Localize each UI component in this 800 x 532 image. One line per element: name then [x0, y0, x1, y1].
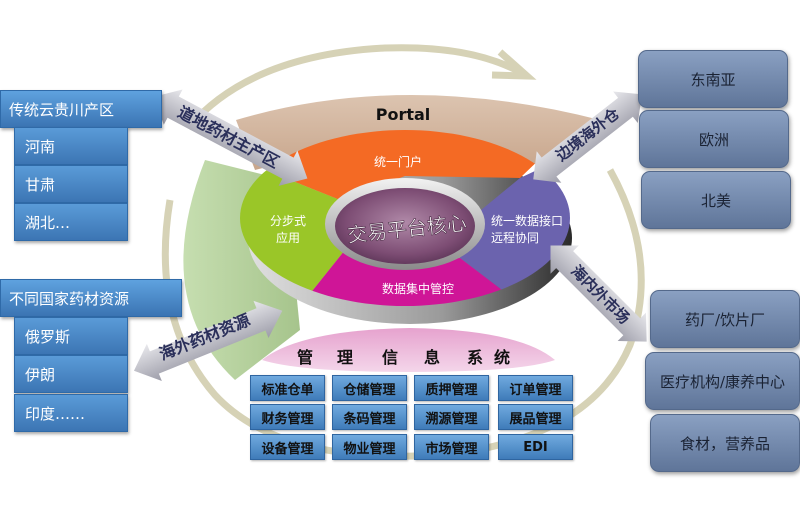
left-group-2-item[interactable]: 印度…… [14, 394, 128, 432]
mis-module[interactable]: 市场管理 [414, 434, 489, 460]
segment-right-label-1: 统一数据接口 [491, 213, 563, 228]
mis-title-char: 统 [494, 348, 510, 367]
mis-title-char: 理 [337, 348, 353, 367]
right-group-2-item[interactable]: 食材，营养品 [650, 414, 800, 472]
left-group-2-header[interactable]: 不同国家药材资源 [0, 279, 182, 317]
mis-title: 管 理 信 息 系 统 [297, 348, 510, 367]
right-group-2-item[interactable]: 医疗机构/康养中心 [645, 352, 800, 410]
mis-module[interactable]: EDI [498, 434, 573, 460]
mis-module[interactable]: 溯源管理 [414, 404, 489, 430]
segment-right-label-2: 远程协同 [491, 230, 539, 245]
segment-left-label-1: 分步式 [270, 214, 306, 228]
mis-title-char: 管 [297, 348, 313, 367]
mis-arc [262, 328, 555, 372]
arrow-top-left [153, 89, 308, 186]
left-group-1-item[interactable]: 湖北… [14, 203, 128, 241]
right-group-1-item[interactable]: 北美 [641, 171, 791, 229]
segment-bottom [240, 250, 570, 306]
left-group-2-item[interactable]: 俄罗斯 [14, 317, 128, 355]
mis-title-char: 系 [467, 348, 483, 367]
arrow-bottom-right [550, 245, 647, 342]
mis-module[interactable]: 物业管理 [332, 434, 407, 460]
right-group-2-item[interactable]: 药厂/饮片厂 [650, 290, 800, 348]
mis-title-char: 信 [382, 348, 398, 367]
arrow-top-right [533, 91, 643, 183]
left-group-1-header[interactable]: 传统云贵川产区 [0, 90, 162, 128]
segment-left-label-2: 应用 [276, 230, 300, 245]
mis-title-char: 息 [424, 348, 440, 367]
left-group-1-item[interactable]: 河南 [14, 127, 128, 165]
hub-center [335, 188, 475, 264]
segment-top [240, 130, 570, 200]
mis-module[interactable]: 质押管理 [414, 375, 489, 401]
left-group-2-item[interactable]: 伊朗 [14, 355, 128, 393]
segment-top-label: 统一门户 [374, 154, 422, 169]
right-group-1-item[interactable]: 欧洲 [639, 110, 789, 168]
mis-module[interactable]: 条码管理 [332, 404, 407, 430]
left-group-1-item[interactable]: 甘肃 [14, 165, 128, 203]
mis-module[interactable]: 标准仓单 [250, 375, 325, 401]
mis-module[interactable]: 展品管理 [498, 404, 573, 430]
arrow-bottom-left [133, 300, 283, 382]
arrow-label-bottom-right: 海内外市场 [567, 262, 633, 328]
mis-module[interactable]: 设备管理 [250, 434, 325, 460]
mis-module[interactable]: 仓储管理 [332, 375, 407, 401]
segment-bottom-label: 数据集中管控 [382, 281, 454, 296]
mis-module[interactable]: 财务管理 [250, 404, 325, 430]
portal-label: Portal [376, 105, 431, 124]
mis-module[interactable]: 订单管理 [498, 375, 573, 401]
right-group-1-item[interactable]: 东南亚 [638, 50, 788, 108]
